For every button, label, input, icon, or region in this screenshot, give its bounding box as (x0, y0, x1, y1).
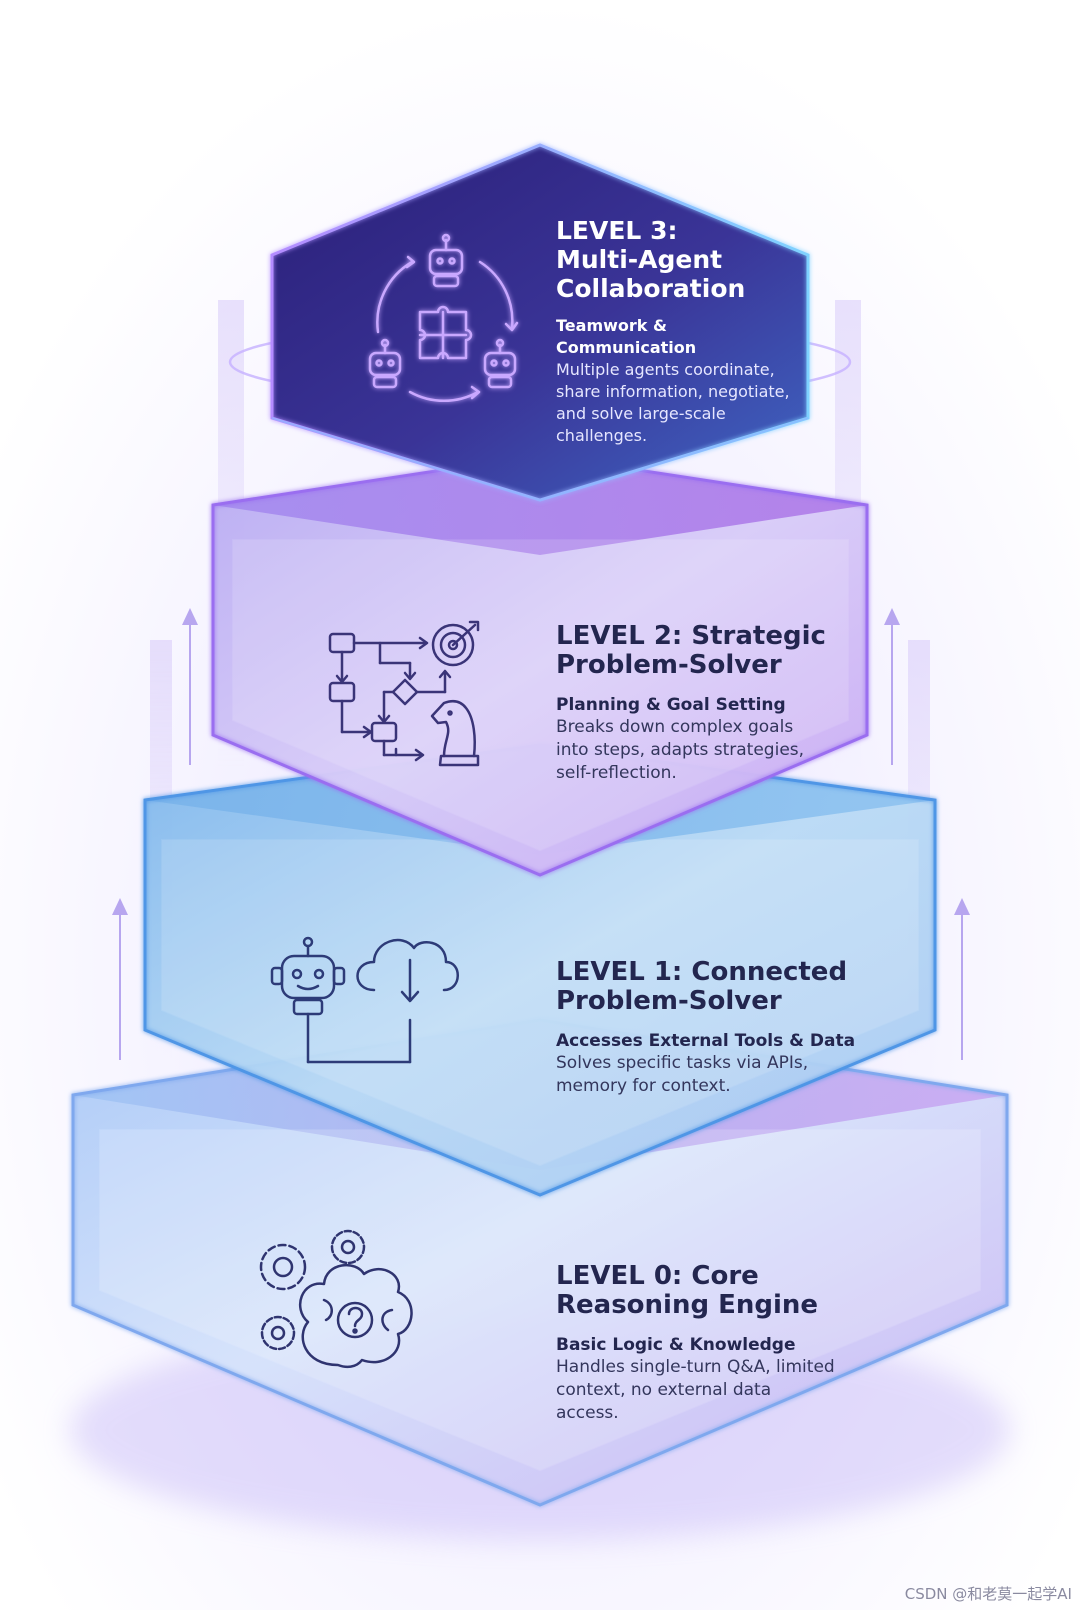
arrow-up-icon (182, 608, 198, 765)
level-0-subtitle: Basic Logic & Knowledge (556, 1335, 796, 1355)
level-1-title: LEVEL 1: Connected Problem-Solver (556, 957, 848, 1016)
level-3-title: LEVEL 3: Multi-Agent Collaboration (556, 216, 746, 303)
upward-arrows (112, 608, 970, 1060)
level-2-title: LEVEL 2: Strategic Problem-Solver (556, 621, 826, 680)
level-0-description: Handles single-turn Q&A, limited context… (556, 1357, 835, 1423)
level-1-text: LEVEL 1: Connected Problem-Solver Access… (556, 958, 886, 1098)
arrow-up-icon (954, 898, 970, 1060)
arrow-up-icon (112, 898, 128, 1060)
watermark: CSDN @和老莫一起学AI (904, 1585, 1072, 1603)
robot-cloud-icon (270, 936, 459, 1064)
level-2-block (211, 453, 869, 877)
level-3-subtitle: Teamwork & Communication (556, 316, 697, 357)
level-0-title: LEVEL 0: Core Reasoning Engine (556, 1261, 819, 1320)
level-2-description: Breaks down complex goals into steps, ad… (556, 717, 805, 783)
level-3-text: LEVEL 3: Multi-Agent Collaboration Teamw… (556, 216, 801, 447)
level-0-text: LEVEL 0: Core Reasoning Engine Basic Log… (556, 1262, 886, 1425)
multi-robot-puzzle-icon (368, 233, 519, 402)
level-3-description: Multiple agents coordinate, share inform… (556, 360, 790, 445)
level-2-subtitle: Planning & Goal Setting (556, 695, 786, 715)
level-2-text: LEVEL 2: Strategic Problem-Solver Planni… (556, 622, 856, 785)
arrow-up-icon (884, 608, 900, 765)
level-1-description: Solves specific tasks via APIs, memory f… (556, 1053, 809, 1096)
flowchart-target-chess-icon (328, 620, 480, 767)
level-3-block (228, 143, 852, 502)
level-1-subtitle: Accesses External Tools & Data (556, 1031, 856, 1051)
brain-gears-icon (259, 1229, 413, 1369)
